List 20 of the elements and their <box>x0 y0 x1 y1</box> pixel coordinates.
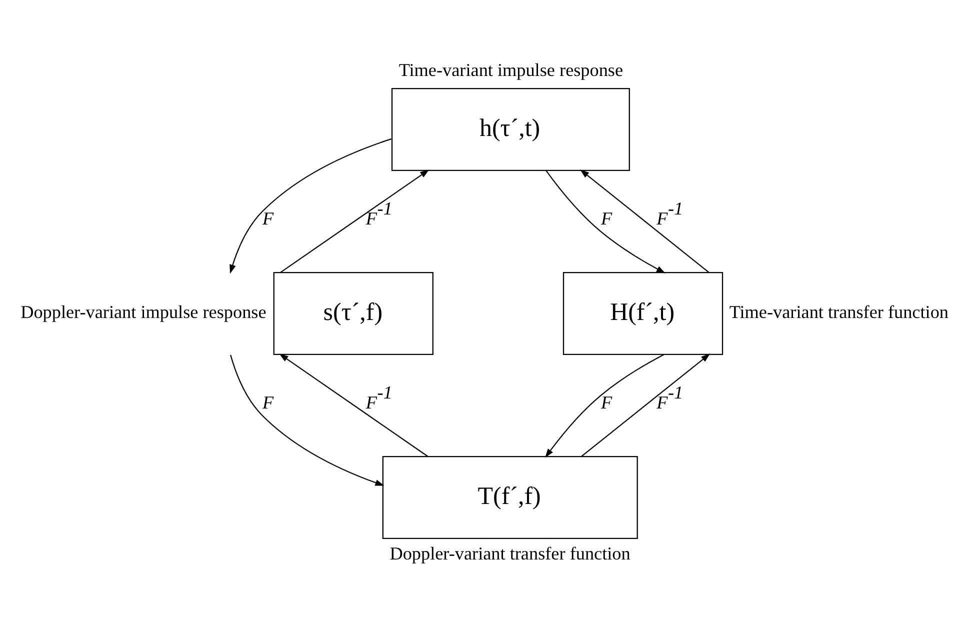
node-label: Time-variant impulse response <box>398 59 624 80</box>
arrow <box>580 169 710 272</box>
arrow <box>279 353 428 456</box>
arrow <box>546 170 666 273</box>
node-label: Time-variant transfer function <box>729 301 948 322</box>
node-box: H(f´,t) <box>562 272 724 354</box>
node-label: Doppler-variant impulse response <box>20 301 266 322</box>
arrow <box>230 138 392 274</box>
node-box: h(τ´,t) <box>391 88 630 170</box>
arrow <box>545 353 664 458</box>
edge-label: F <box>600 392 612 412</box>
node-label: Doppler-variant transfer function <box>390 543 630 564</box>
edge-label: F <box>600 208 612 228</box>
edge-label: F <box>262 208 274 228</box>
node-box: T(f´,f) <box>382 456 638 538</box>
edge-label: F <box>262 392 274 412</box>
arrow <box>580 353 710 456</box>
node-box: s(τ´,f) <box>273 272 434 354</box>
arrow <box>280 169 430 272</box>
arrow <box>230 354 384 486</box>
